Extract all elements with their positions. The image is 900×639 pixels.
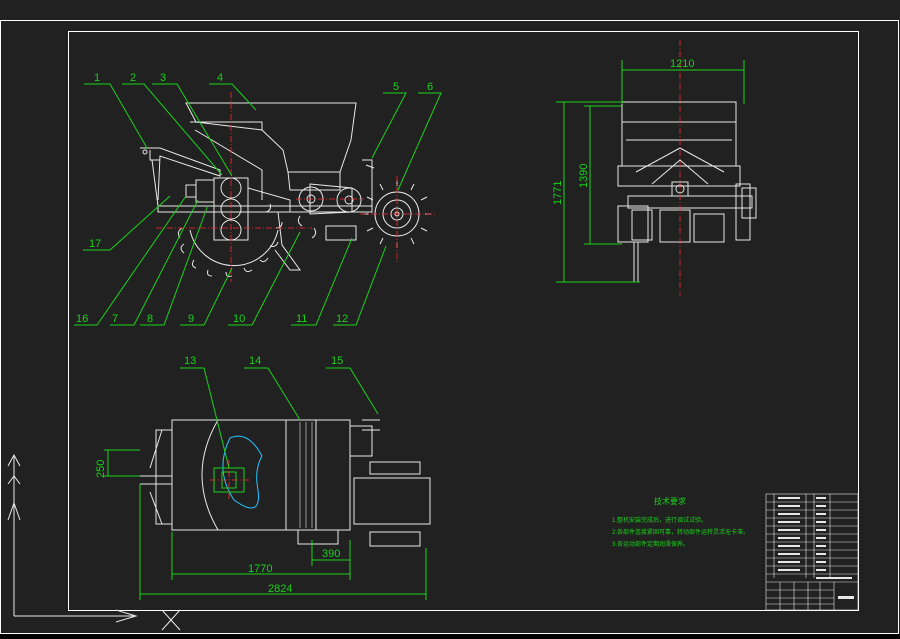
- dim-1771: 1771: [552, 181, 564, 205]
- top-view-dimensions: [104, 449, 427, 600]
- part-label: 16: [76, 313, 88, 325]
- top-view-part-numbers: 13 14 15: [184, 355, 343, 367]
- end-roller: [659, 209, 691, 243]
- sieve-hatch: [299, 422, 313, 528]
- dim-2824: 2824: [268, 583, 292, 595]
- outer-frame: [0, 20, 899, 634]
- part-label: 3: [160, 72, 166, 84]
- hopper-cyan-outline: [222, 435, 263, 509]
- inner-frame: [68, 31, 859, 611]
- dim-1390: 1390: [578, 164, 590, 188]
- dim-1770: 1770: [248, 563, 272, 575]
- notes-line-2: 2.各部件连接紧固可靠，转动部件运转灵活无卡滞。: [612, 528, 749, 536]
- main-beam: [157, 205, 373, 213]
- end-view-dimension-text: 1210 1390 1771: [552, 58, 694, 205]
- digging-wheel: [189, 229, 279, 267]
- part-label: 1: [94, 72, 100, 84]
- ucs-axis-icon: [7, 453, 181, 631]
- depth-wheels-top: [353, 477, 431, 525]
- part-label: 14: [249, 355, 261, 367]
- top-view-dimension-text: 250 390 1770 2824: [95, 460, 340, 595]
- title-block: [765, 493, 859, 611]
- part-label: 11: [296, 313, 307, 325]
- hopper-outline: [201, 419, 287, 531]
- dim-390: 390: [322, 548, 340, 560]
- top-view-leaders: [180, 367, 379, 469]
- end-wheel-right: [735, 183, 751, 241]
- part-label: 13: [184, 355, 196, 367]
- part-label: 6: [427, 81, 433, 93]
- side-view-leaders: [74, 83, 442, 326]
- part-label: 10: [233, 313, 245, 325]
- top-frame: [171, 419, 351, 531]
- notes-title: 技术要求: [654, 496, 686, 506]
- hitch: [140, 147, 221, 201]
- metering-housing: [213, 177, 249, 241]
- end-hopper: [621, 101, 737, 167]
- part-label: 2: [130, 72, 136, 84]
- part-label: 7: [112, 313, 118, 325]
- notes-line-1: 1.整机安装完成后，进行调试试验。: [612, 516, 707, 524]
- dim-1210: 1210: [670, 58, 694, 70]
- title-block-marks: [778, 497, 854, 599]
- top-view-centerlines: [210, 460, 250, 500]
- part-label: 9: [188, 313, 194, 325]
- technical-notes: 技术要求 1.整机安装完成后，进行调试试验。 2.各部件连接紧固可靠，转动部件运…: [612, 496, 749, 548]
- end-view: [617, 101, 757, 282]
- part-label: 15: [331, 355, 343, 367]
- part-label: 5: [393, 81, 399, 93]
- hopper: [185, 102, 357, 173]
- notes-line-3: 3.各运动部件定期润滑保养。: [612, 540, 689, 548]
- part-label: 8: [147, 313, 153, 325]
- dim-250: 250: [95, 460, 107, 478]
- end-view-dimensions: [556, 60, 745, 283]
- side-view-part-numbers: 1 2 3 4 5 6 17 16 7 8 9 10 11 12: [76, 72, 433, 325]
- top-view: [140, 419, 431, 547]
- part-label: 17: [89, 238, 101, 250]
- part-label: 12: [336, 313, 348, 325]
- part-label: 4: [217, 72, 223, 84]
- side-view-centerlines: [156, 92, 436, 282]
- end-wheel-left: [617, 205, 649, 243]
- sieve: [285, 419, 317, 531]
